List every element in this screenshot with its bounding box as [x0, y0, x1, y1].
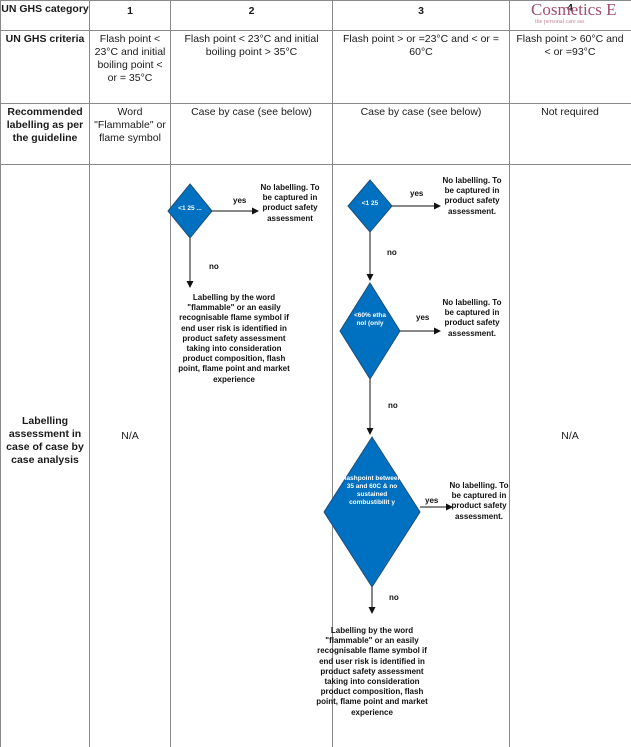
cat3-d1-no-label: no: [387, 248, 397, 257]
labelling-category-3: Case by case (see below): [360, 106, 482, 118]
cat3-d2-text: <60% etha nol (only: [354, 312, 386, 327]
logo-wordmark: Cosmetics E: [531, 1, 617, 19]
row-divider-2: [0, 103, 631, 104]
cat2-diamond-text: <1 25 ...: [178, 205, 202, 212]
labelling-category-2: Case by case (see below): [191, 106, 312, 118]
column-divider-4: [509, 0, 510, 747]
header-category-label: UN GHS category: [1, 3, 89, 15]
logo-tagline: the personal care ass: [535, 19, 585, 25]
cat3-d2-outcome: No labelling. To be captured in product …: [442, 298, 502, 338]
assessment-category-4: N/A: [561, 430, 579, 442]
criteria-category-1: Flash point < 23°C and initial boiling p…: [94, 33, 166, 84]
column-divider-2: [170, 0, 171, 747]
cat2-no-label: no: [209, 262, 219, 271]
row-divider-1: [0, 30, 631, 31]
assessment-category-1: N/A: [121, 430, 139, 442]
header-category-2: 2: [248, 5, 255, 17]
cat3-d3-outcome: No labelling. To be captured in product …: [449, 481, 509, 521]
row-divider-top: [0, 0, 631, 1]
header-category-3: 3: [418, 5, 424, 17]
cat3-d2-no-label: no: [388, 401, 398, 410]
criteria-category-3: Flash point > or =23°C and < or = 60°C: [343, 33, 499, 58]
header-category-1: 1: [127, 5, 133, 17]
cat2-yes-label: yes: [233, 196, 247, 205]
criteria-category-4: Flash point > 60°C and < or =93°C: [516, 33, 624, 58]
cat3-d3-no-label: no: [389, 593, 399, 602]
criteria-category-2: Flash point < 23°C and initial boiling p…: [184, 33, 319, 58]
labelling-category-1: Word "Flammable" or flame symbol: [94, 106, 166, 144]
labelling-row-label: Recommended labelling as per the guideli…: [6, 106, 84, 144]
cat3-d3-yes-label: yes: [425, 496, 439, 505]
cosmetics-europe-logo: Cosmetics E the personal care ass: [531, 1, 631, 29]
row-divider-3: [0, 164, 631, 165]
assessment-row-label: Labelling assessment in case of case by …: [6, 415, 84, 466]
cat2-yes-outcome: No labelling. To be captured in product …: [260, 183, 320, 223]
labelling-category-4: Not required: [541, 106, 599, 118]
cat3-final-outcome: Labelling by the word "flammable" or an …: [316, 626, 428, 717]
cat3-d1-text: <1 25: [361, 200, 379, 207]
column-divider-1: [89, 0, 90, 747]
cat3-decision-3-diamond: [323, 436, 421, 588]
cat3-d1-outcome: No labelling. To be captured in product …: [442, 176, 502, 216]
cat2-no-outcome: Labelling by the word "flammable" or an …: [178, 293, 290, 384]
table-border-left: [0, 0, 1, 747]
column-divider-3: [332, 0, 333, 747]
header-category-4: 4: [567, 2, 573, 14]
cat3-d3-text: flashpoint between 35 and 60C & no susta…: [342, 475, 402, 506]
cat3-d2-yes-label: yes: [416, 313, 430, 322]
cat3-d1-yes-label: yes: [410, 189, 424, 198]
cat3-decision-2-diamond: [339, 282, 401, 380]
criteria-row-label: UN GHS criteria: [5, 33, 85, 45]
